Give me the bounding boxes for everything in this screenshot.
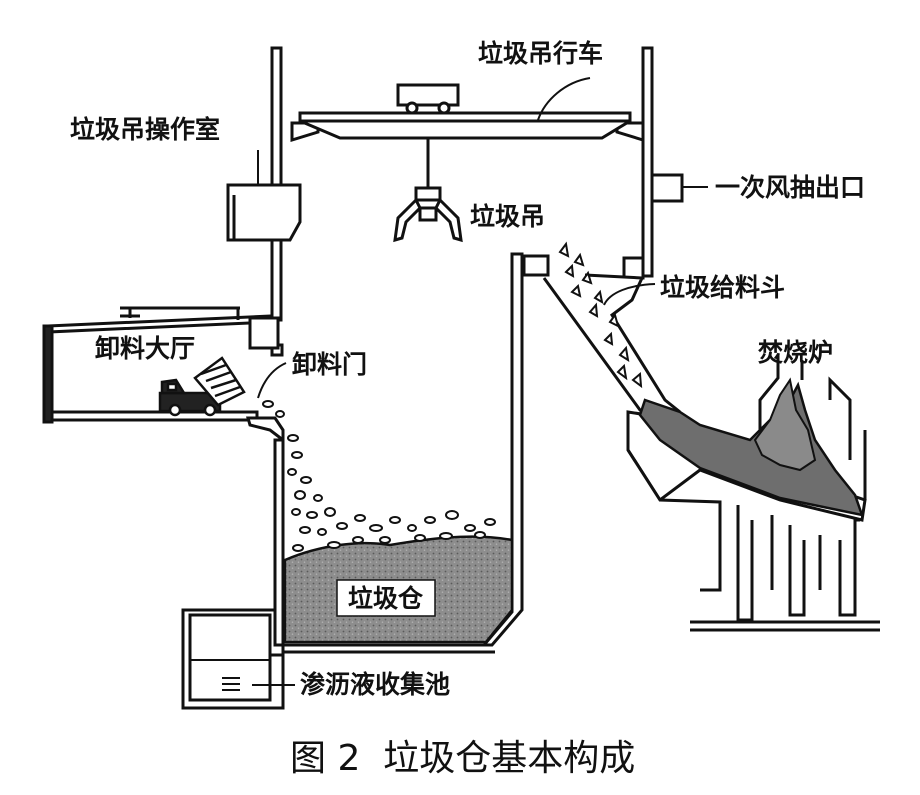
label-hopper: 垃圾给料斗 — [660, 273, 785, 302]
figure-caption: 图 2 垃圾仓基本构成 — [290, 738, 635, 779]
label-incinerator: 焚烧炉 — [758, 338, 833, 367]
air-outlet-duct — [650, 173, 684, 203]
label-unloading-door: 卸料门 — [292, 350, 367, 379]
feed-hopper — [522, 254, 681, 422]
label-leachate-pool: 渗沥液收集池 — [300, 670, 450, 699]
leachate-pool — [181, 608, 285, 710]
burning-waste — [638, 381, 864, 517]
operation-room — [226, 183, 302, 242]
label-pit: 垃圾仓 — [348, 584, 424, 613]
unloading-hall — [42, 306, 280, 424]
hopper-debris — [558, 241, 643, 389]
label-operation-room: 垃圾吊操作室 — [70, 115, 220, 144]
label-crane: 垃圾吊行车 — [478, 39, 603, 68]
label-air-outlet: 一次风抽出口 — [715, 173, 865, 202]
flame — [753, 377, 817, 472]
leader-lines — [252, 77, 708, 686]
falling-debris — [262, 400, 496, 552]
pit-label-box — [336, 579, 436, 617]
crane — [290, 83, 645, 143]
garbage-truck — [158, 356, 246, 417]
label-grab: 垃圾吊 — [470, 202, 545, 231]
grab — [393, 138, 463, 243]
label-unloading-hall: 卸料大厅 — [95, 334, 195, 363]
